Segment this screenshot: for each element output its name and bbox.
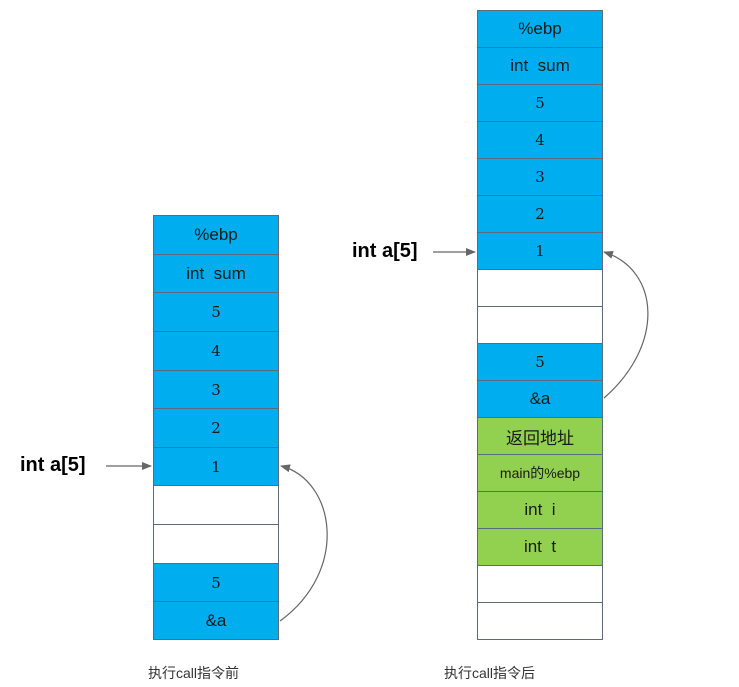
stack-cell-arg-length: 5	[154, 564, 278, 602]
stack-cell-main-ebp: main的%ebp	[478, 455, 602, 492]
stack-cell-return-address: 返回地址	[478, 418, 602, 455]
array-pointer-label-after: int a[5]	[352, 240, 418, 262]
stack-cell-int-sum: int sum	[154, 255, 278, 293]
stack-cell-array-element: 3	[478, 159, 602, 196]
stack-before-call: %ebp int sum 5 4 3 2 1 5 &a	[153, 215, 279, 640]
stack-cell-empty	[478, 307, 602, 344]
stack-cell-int-i: int i	[478, 492, 602, 529]
stack-cell-int-t: int t	[478, 529, 602, 566]
caption-before-call: 执行call指令前	[148, 665, 240, 681]
stack-cell-empty	[154, 486, 278, 525]
stack-cell-empty	[478, 603, 602, 640]
caption-after-call: 执行call指令后	[444, 665, 536, 681]
stack-after-call: %ebp int sum 5 4 3 2 1 5 &a 返回地址 main的%e…	[477, 10, 603, 640]
stack-cell-ebp: %ebp	[478, 11, 602, 48]
stack-cell-array-element: 3	[154, 371, 278, 409]
stack-cell-arg-length: 5	[478, 344, 602, 381]
stack-cell-array-element: 4	[478, 122, 602, 159]
stack-cell-int-sum: int sum	[478, 48, 602, 85]
stack-cell-arg-address: &a	[478, 381, 602, 418]
stack-cell-array-element: 1	[478, 233, 602, 270]
stack-cell-array-element: 4	[154, 332, 278, 371]
array-pointer-label-before: int a[5]	[20, 454, 86, 476]
stack-cell-array-element: 2	[154, 409, 278, 448]
stack-cell-array-element: 5	[478, 85, 602, 122]
arrow-address-to-array-after	[603, 250, 649, 399]
stack-cell-empty	[478, 270, 602, 307]
stack-cell-empty	[478, 566, 602, 603]
stack-cell-ebp: %ebp	[154, 216, 278, 255]
stack-cell-array-element: 2	[478, 196, 602, 233]
stack-cell-array-element: 1	[154, 448, 278, 486]
stack-cell-arg-address: &a	[154, 602, 278, 640]
arrow-address-to-array-before	[279, 464, 328, 622]
stack-cell-empty	[154, 525, 278, 564]
stack-cell-array-element: 5	[154, 293, 278, 332]
